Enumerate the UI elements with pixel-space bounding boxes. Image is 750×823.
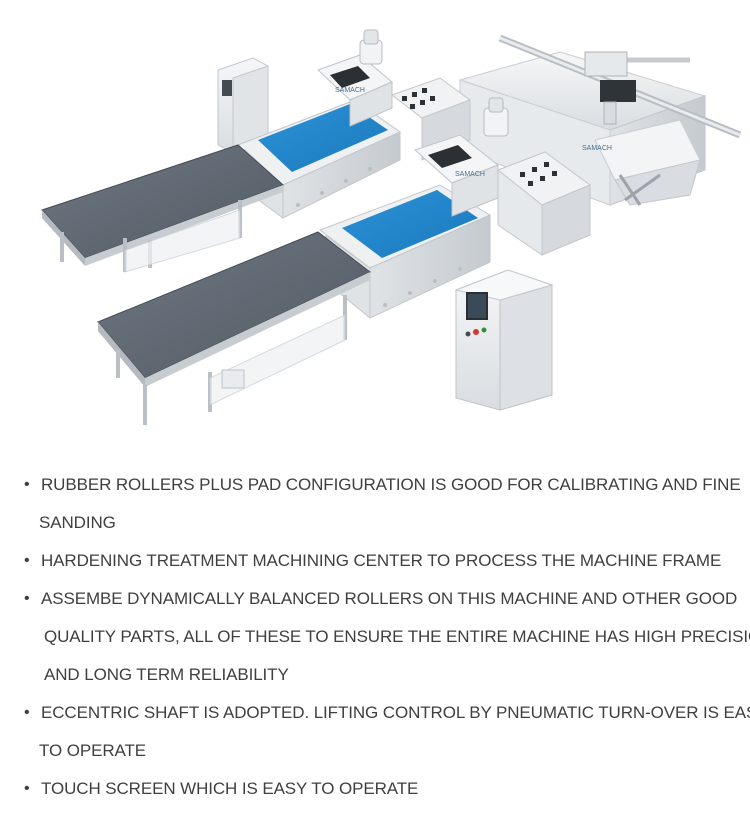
machine-one: SAMACH — [41, 29, 472, 273]
feature-text-line: TOUCH SCREEN WHICH IS EASY TO OPERATE — [41, 779, 419, 798]
feature-item: • ASSEMBE DYNAMICALLY BALANCED ROLLERS O… — [0, 580, 750, 694]
feature-text-line: HARDENING TREATMENT MACHINING CENTER TO … — [41, 551, 722, 570]
cnc-production-line-illustration: SAMACH — [41, 29, 742, 425]
feature-item: • ECCENTRIC SHAFT IS ADOPTED. LIFTING CO… — [0, 694, 750, 770]
feature-text-line: AND LONG TERM RELIABILITY — [44, 665, 289, 684]
feature-item: • HARDENING TREATMENT MACHINING CENTER T… — [0, 542, 750, 580]
brand-label-3: SAMACH — [582, 145, 612, 152]
bullet-dot: • — [24, 552, 30, 569]
machine-two: SAMACH SAMACH — [97, 97, 612, 425]
product-image: SAMACH — [41, 29, 742, 425]
feature-list: • RUBBER ROLLERS PLUS PAD CONFIGURATION … — [0, 466, 750, 808]
brand-label-2: SAMACH — [455, 171, 485, 178]
bullet-dot: • — [24, 476, 30, 493]
feature-item: • TOUCH SCREEN WHICH IS EASY TO OPERATE — [0, 770, 750, 808]
feature-item: • RUBBER ROLLERS PLUS PAD CONFIGURATION … — [0, 466, 750, 542]
feature-text-line: QUALITY PARTS, ALL OF THESE TO ENSURE TH… — [44, 627, 750, 646]
feature-text-line: ASSEMBE DYNAMICALLY BALANCED ROLLERS ON … — [41, 589, 738, 608]
brand-label-1: SAMACH — [335, 87, 365, 94]
feature-text-line: TO OPERATE — [39, 741, 147, 760]
bullet-dot: • — [24, 780, 30, 797]
feature-text-line: ECCENTRIC SHAFT IS ADOPTED. LIFTING CONT… — [41, 703, 750, 722]
feature-text-line: RUBBER ROLLERS PLUS PAD CONFIGURATION IS… — [41, 475, 741, 494]
bullet-dot: • — [24, 704, 30, 721]
feature-text-line: SANDING — [39, 513, 116, 532]
bullet-dot: • — [24, 590, 30, 607]
